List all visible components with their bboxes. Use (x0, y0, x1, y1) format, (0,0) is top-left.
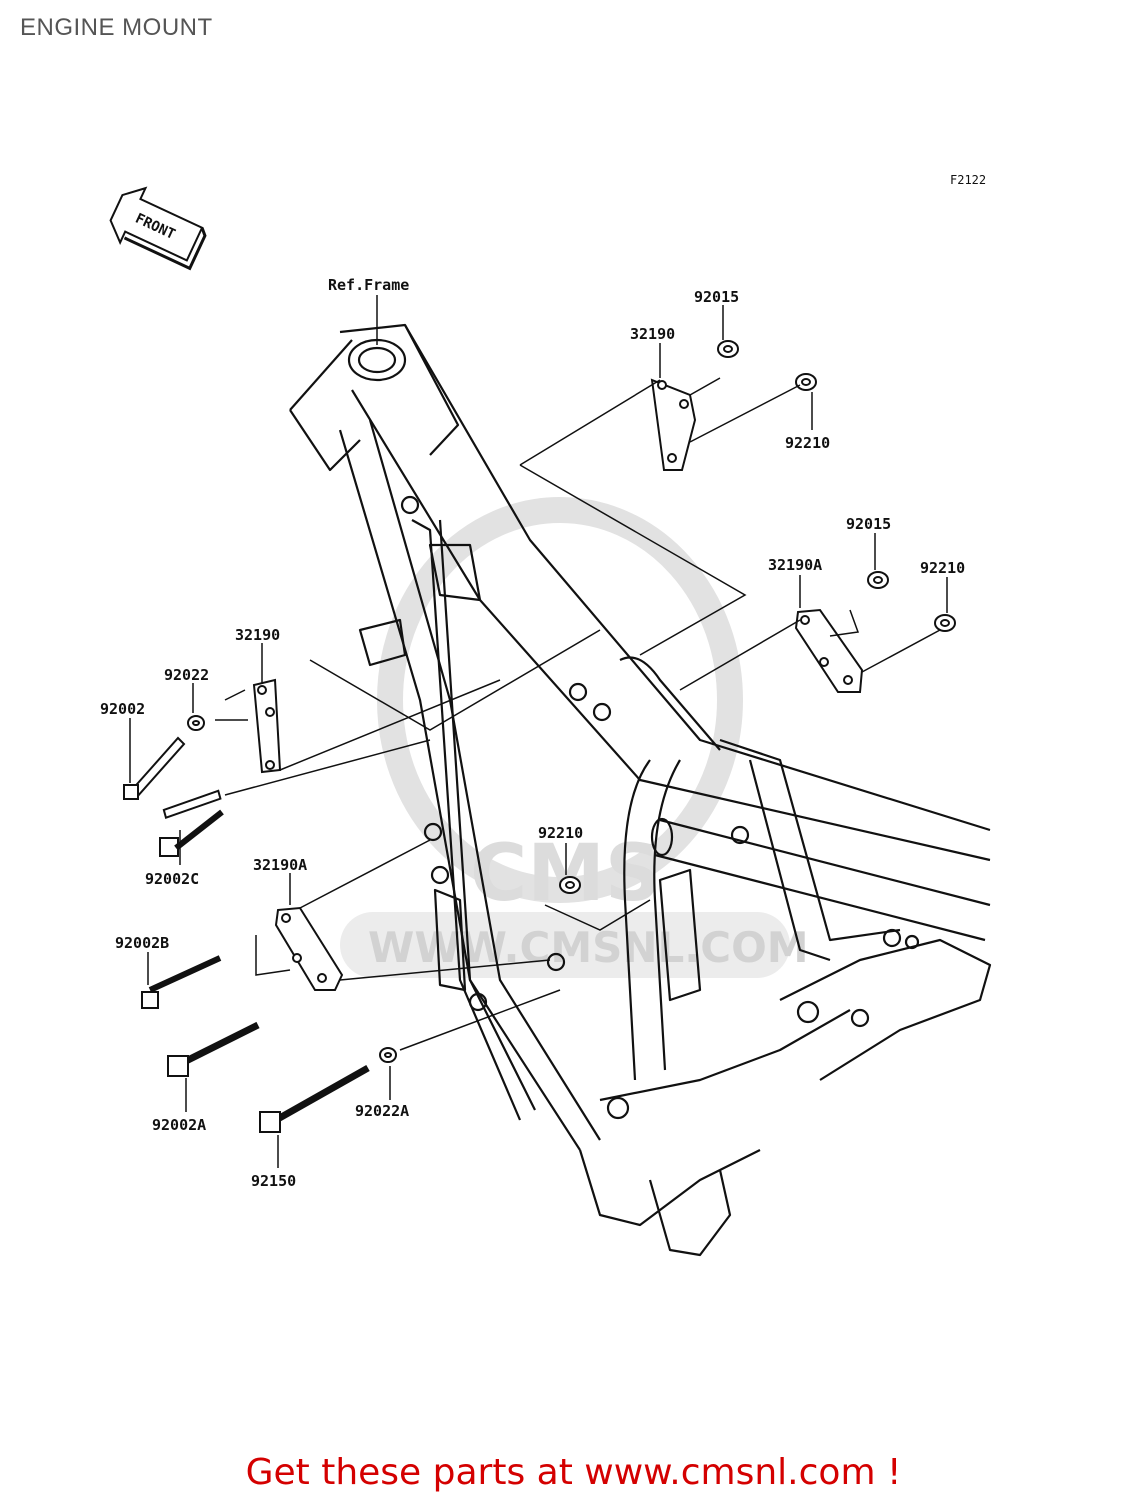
part-label-92150: 92150 (251, 1172, 296, 1190)
nut-icons (187, 340, 956, 1063)
front-arrow-icon: FRONT (109, 186, 207, 271)
leader-lines (129, 295, 948, 1168)
figure-code: F2122 (950, 173, 986, 187)
part-label-92002A: 92002A (152, 1116, 206, 1134)
bracket-32190A-left (274, 906, 344, 991)
part-label-92210-mid: 92210 (920, 559, 965, 577)
part-label-92015-top: 92015 (694, 288, 739, 306)
bracket-32190A-mid (794, 608, 864, 693)
part-label-92210-low: 92210 (538, 824, 583, 842)
part-label-92022: 92022 (164, 666, 209, 684)
part-label-92002B: 92002B (115, 934, 169, 952)
watermark: CMS WWW.CMSNL.COM (340, 497, 809, 978)
part-label-32190-top: 32190 (630, 325, 675, 343)
get-parts-link[interactable]: Get these parts at www.cmsnl.com ! (245, 1452, 902, 1493)
part-label-92002C: 92002C (145, 870, 199, 888)
part-label-92022A: 92022A (355, 1102, 409, 1120)
part-label-92002: 92002 (100, 700, 145, 718)
bracket-32190-left (252, 678, 282, 774)
part-label-32190A-left: 32190A (253, 856, 307, 874)
bracket-32190-top (650, 378, 697, 471)
ref-frame-label: Ref.Frame (328, 276, 409, 294)
part-labels: Ref.Frame 92015 32190 92210 92015 32190A… (100, 276, 965, 1190)
watermark-url: WWW.CMSNL.COM (368, 923, 809, 972)
frame-drawing (289, 323, 992, 1257)
page-title: ENGINE MOUNT (20, 14, 213, 41)
part-label-92015-mid: 92015 (846, 515, 891, 533)
part-label-32190A-mid: 32190A (768, 556, 822, 574)
part-label-92210-top: 92210 (785, 434, 830, 452)
engine-mount-diagram: CMS WWW.CMSNL.COM FRONT F2122 (100, 173, 992, 1257)
part-label-32190-left: 32190 (235, 626, 280, 644)
bolt-icons (123, 736, 370, 1133)
